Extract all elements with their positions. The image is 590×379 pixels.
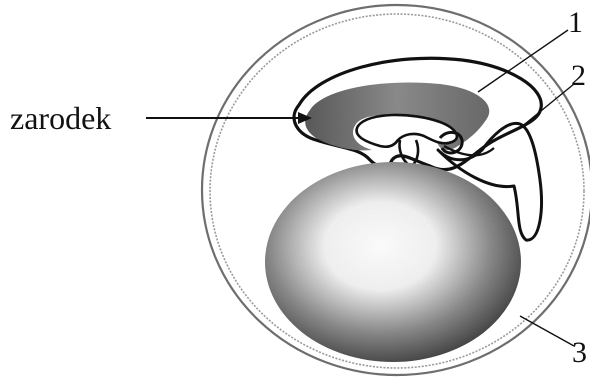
leader-line-1 bbox=[478, 30, 568, 92]
yolk-sac bbox=[265, 162, 521, 362]
label-embryo: zarodek bbox=[10, 100, 111, 136]
leader-line-3 bbox=[520, 316, 574, 346]
label-2: 2 bbox=[571, 59, 586, 92]
label-3: 3 bbox=[572, 336, 587, 369]
yolk-stalk bbox=[399, 140, 418, 166]
label-1: 1 bbox=[568, 6, 583, 39]
leader-line-2 bbox=[520, 84, 574, 128]
